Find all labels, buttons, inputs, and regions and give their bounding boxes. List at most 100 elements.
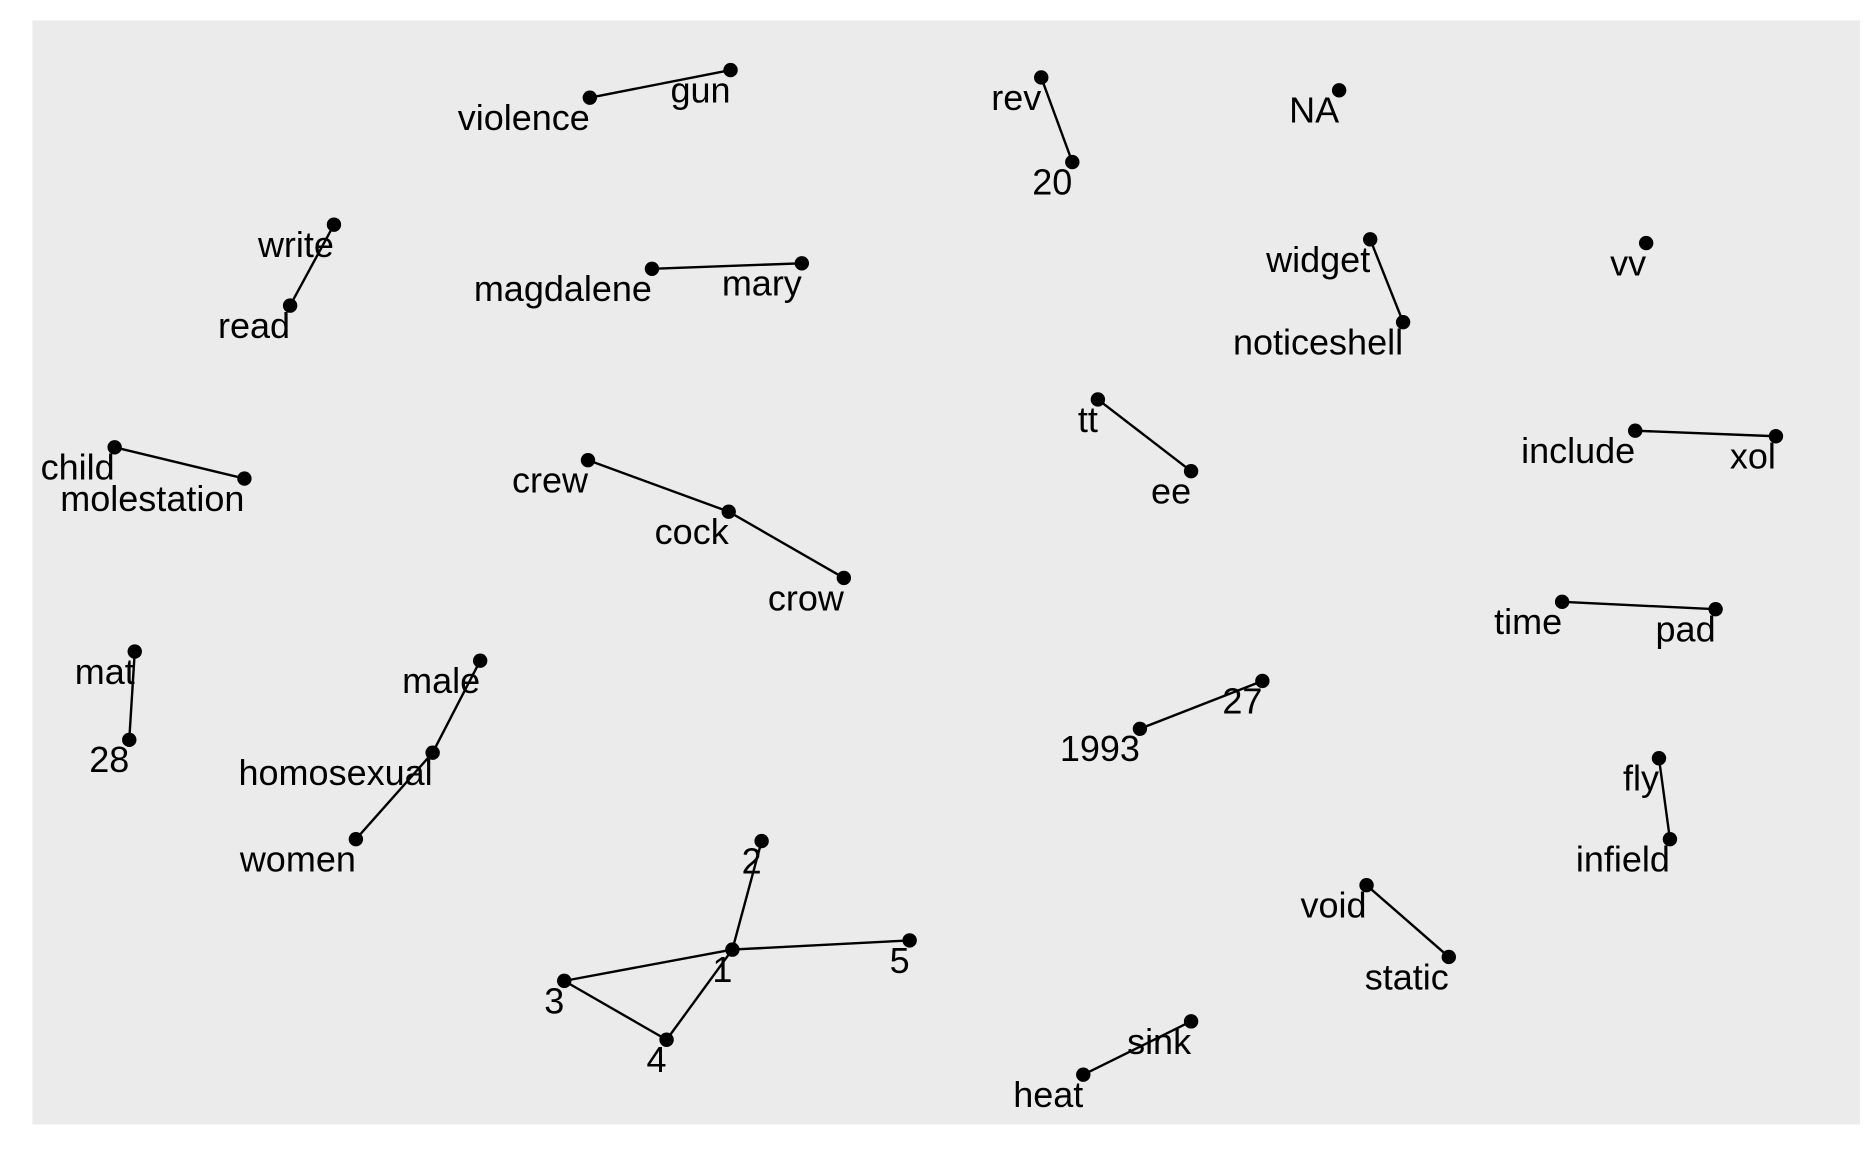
edge-tt-ee [1097,398,1192,473]
node-point-gun [723,62,738,78]
edge-1-5 [732,939,910,951]
node-label: read [218,305,290,346]
edge-fly-infield [1657,758,1672,840]
node-label: ee [1151,471,1191,512]
node-point-vv [1638,235,1654,251]
node-label: xol [1730,436,1776,477]
node-point-27 [1255,673,1270,689]
edge-2-1 [731,840,763,950]
node-point-women [348,832,364,847]
node-point-male [472,653,488,668]
node-point-ee [1183,464,1199,479]
node-point-2 [754,833,769,849]
node-label: cock [655,511,730,552]
node-point-tt [1090,392,1106,407]
node-label: heat [1013,1074,1083,1115]
node-point-crew [580,452,596,468]
node-label: child [41,447,115,488]
edge-3-4 [563,979,668,1041]
node-point-mary [794,256,810,271]
edge-child-molestation [114,446,245,480]
node-point-read [282,298,298,313]
node-point-rev [1034,70,1049,85]
node-point-infield [1662,832,1678,847]
node-point-4 [659,1032,674,1047]
node-point-NA [1331,83,1347,98]
node-label: 5 [890,940,910,981]
edge-sink-heat [1082,1020,1192,1076]
node-point-pad [1708,602,1723,617]
node-label: vv [1610,242,1646,283]
node-point-homosexual [425,745,440,760]
node-point-widget [1363,232,1378,247]
node-label: widget [1265,239,1370,280]
node-point-time [1554,594,1570,610]
node-point-28 [122,732,137,748]
edge-write-read [289,224,336,307]
node-label: magdalene [474,268,652,309]
node-label: pad [1656,609,1716,650]
node-point-1 [725,942,740,957]
node-label: 2 [742,840,762,881]
node-point-fly [1651,751,1667,766]
node-point-molestation [237,471,252,486]
node-label: static [1365,956,1449,997]
node-label: 1 [712,949,732,990]
edge-widget-noticeshell [1369,238,1405,323]
edge-time-pad [1562,600,1716,611]
node-label: NA [1289,90,1339,131]
node-label: rev [991,77,1041,118]
node-label: 20 [1032,161,1072,202]
edge-male-homosexual [431,660,482,754]
node-label: sink [1127,1021,1192,1062]
node-point-heat [1076,1067,1091,1082]
edge-void-static [1365,884,1450,958]
labels-layer: violence gun rev 20 NA write read magdalene mary… [41,69,1776,1115]
node-label: 3 [544,980,564,1021]
edge-cock-crow [728,510,845,579]
nodes-layer [107,62,1784,1082]
edge-magdalene-mary [651,262,802,270]
node-label: homosexual [239,752,433,793]
node-point-write [326,217,342,232]
node-label: infield [1576,839,1670,880]
node-label: crow [768,577,845,618]
node-point-include [1628,423,1643,438]
edges-layer [114,68,1776,1076]
edge-crew-cock [587,459,730,513]
node-label: mary [722,263,802,304]
node-label: male [402,660,480,701]
node-point-3 [557,973,572,989]
edge-1-3 [564,948,733,983]
node-label: violence [458,97,590,138]
node-label: fly [1623,758,1659,799]
node-label: women [239,839,356,880]
edge-homosexual-women [354,751,434,840]
node-label: gun [670,69,730,110]
edge-include-xol [1635,429,1776,438]
node-label: mat [75,651,135,692]
node-point-void [1359,878,1374,893]
edge-1993-27 [1139,679,1263,730]
node-point-noticeshell [1395,314,1411,330]
node-label: write [257,224,334,265]
node-point-violence [582,90,598,105]
node-label: 27 [1222,680,1262,721]
node-point-1993 [1132,721,1148,736]
edge-mat-28 [128,651,136,740]
node-label: void [1301,885,1367,926]
node-point-5 [902,933,917,948]
plot-panel [32,20,1860,1125]
node-label: noticeshell [1233,322,1403,363]
edge-rev-20 [1040,77,1074,163]
node-label: 28 [89,739,129,780]
node-point-magdalene [644,261,660,276]
node-label: crew [512,460,589,501]
node-point-child [107,440,122,455]
node-point-cock [721,504,736,519]
node-point-static [1441,949,1456,965]
node-point-crow [836,570,852,586]
edge-1-4 [665,948,734,1041]
node-point-xol [1768,429,1784,444]
